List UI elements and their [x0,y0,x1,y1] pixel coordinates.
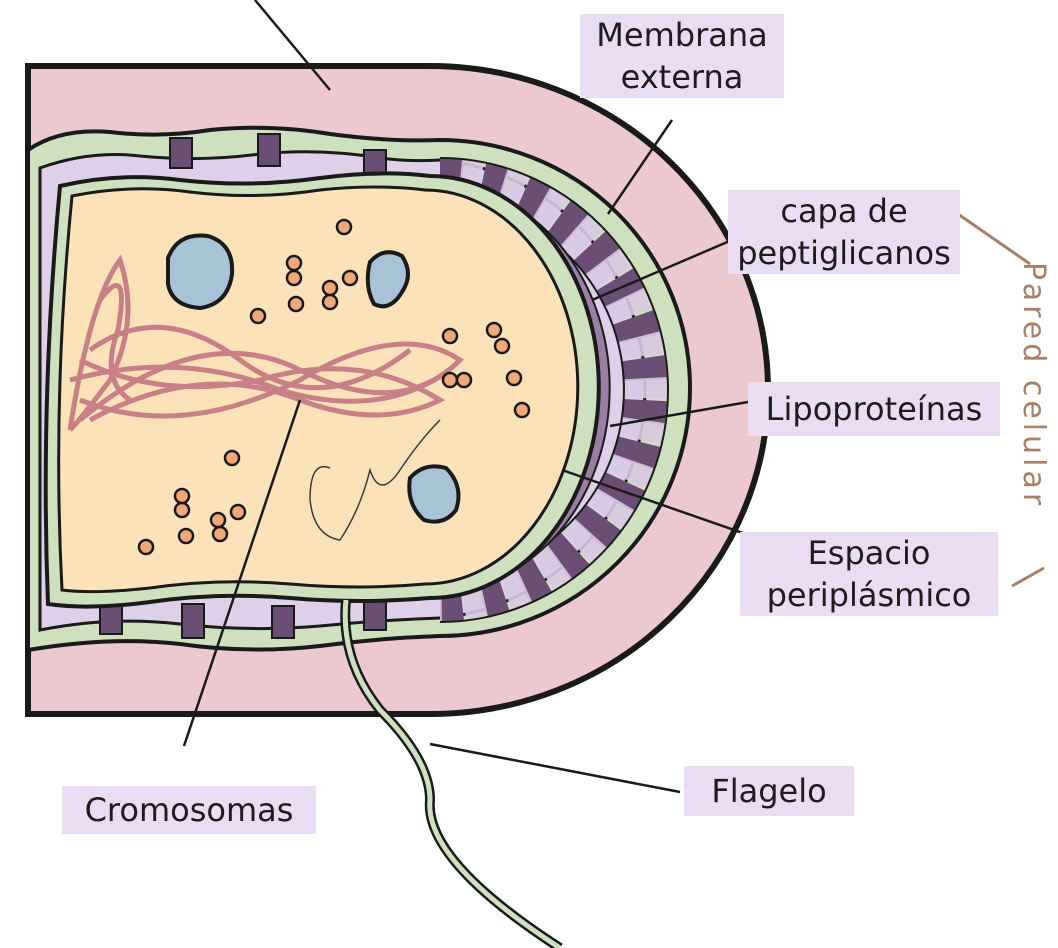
label-line: capa de [734,190,954,232]
label-espacio-periplasmico: Espacio periplásmico [740,532,998,616]
label-flagelo: Flagelo [684,766,854,816]
label-pared-celular: Pared celular [1008,262,1058,582]
label-lipoproteinas: Lipoproteínas [748,382,1000,436]
label-line: Membrana [586,14,778,56]
label-line: peptiglicanos [734,232,954,274]
label-line: periplásmico [746,574,992,616]
label-line: externa [586,56,778,98]
label-cromosomas: Cromosomas [62,786,316,834]
label-capa-peptiglicanos: capa de peptiglicanos [728,190,960,274]
label-membrana-externa: Membrana externa [580,14,784,98]
label-line: Espacio [746,532,992,574]
